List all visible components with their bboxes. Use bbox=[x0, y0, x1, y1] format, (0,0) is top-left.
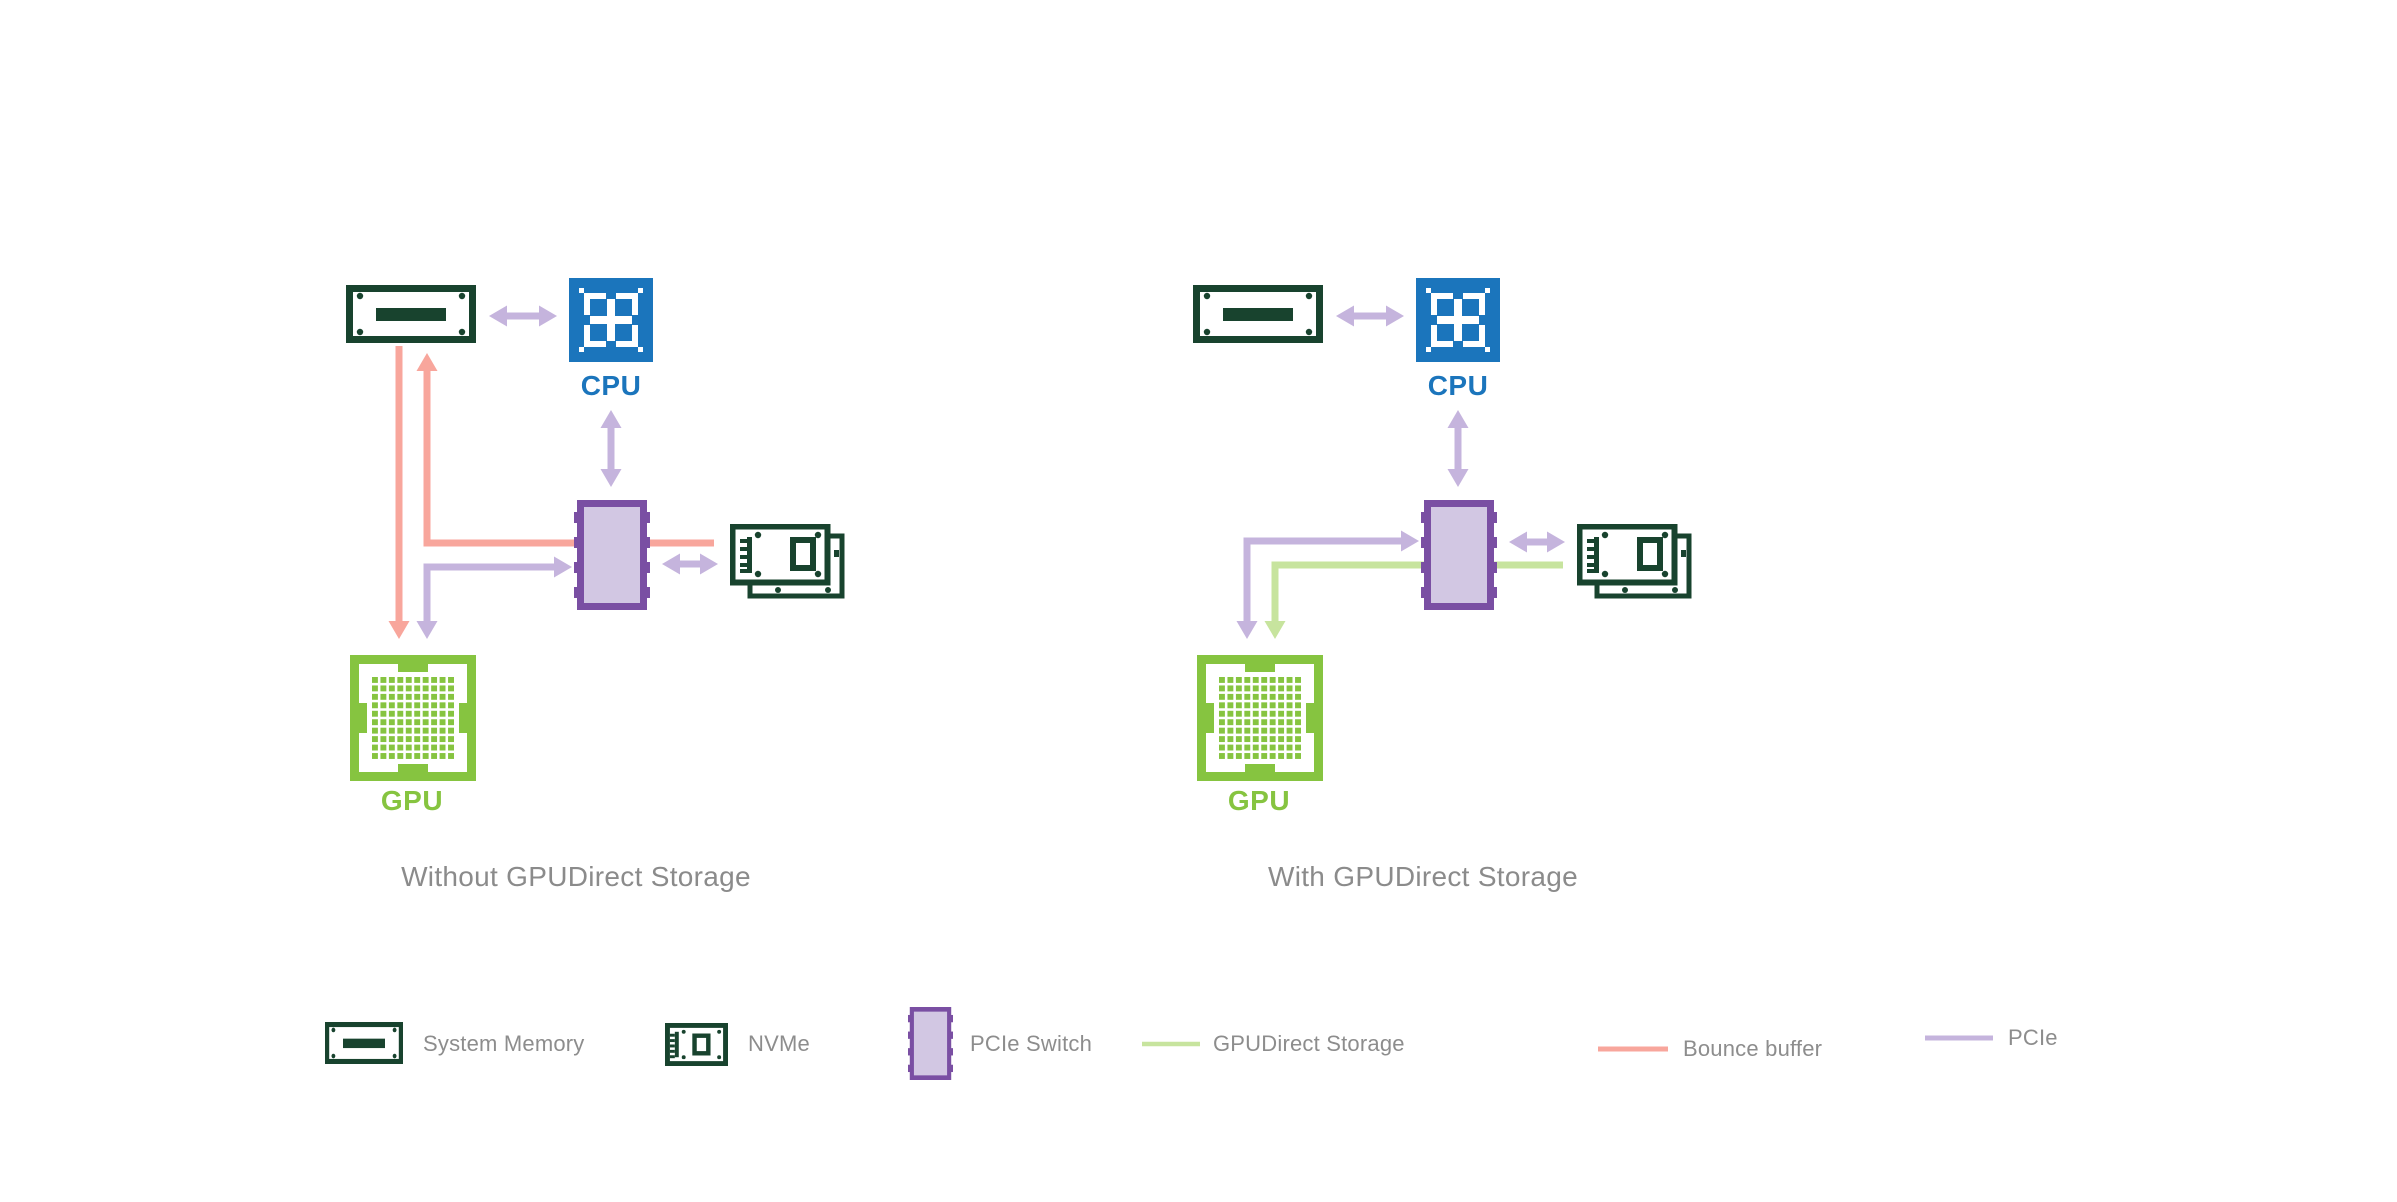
diagram-with-gpudirect: CPU GPU With GPUDirect Storage bbox=[1197, 278, 1690, 892]
diagram-without-gpudirect: CPU GPU Without GPUDirect Storage bbox=[350, 278, 843, 892]
cpu-icon bbox=[1416, 278, 1500, 362]
bounce-buffer-nvme-to-memory-arrow bbox=[416, 353, 714, 547]
legend-label-pcie-switch: PCIe Switch bbox=[970, 1031, 1092, 1056]
cpu-icon bbox=[569, 278, 653, 362]
legend-item-nvme: NVMe bbox=[667, 1025, 810, 1063]
legend-label-pcie: PCIe bbox=[2008, 1025, 2058, 1050]
legend-label-nvme: NVMe bbox=[748, 1031, 810, 1056]
bounce-buffer-memory-to-gpu-arrow bbox=[388, 346, 410, 639]
system-memory-icon bbox=[350, 289, 473, 340]
legend-item-pcie-switch: PCIe Switch bbox=[908, 1009, 1092, 1077]
pcie-cpu-switch-arrow bbox=[1447, 410, 1469, 487]
legend-label-bounce-buffer: Bounce buffer bbox=[1683, 1036, 1822, 1061]
nvme-icon bbox=[733, 527, 843, 597]
pcie-switch-icon bbox=[908, 1009, 953, 1077]
pcie-cpu-switch-arrow bbox=[600, 410, 622, 487]
legend: System Memory NVMe PCIe Switch GPUDirect… bbox=[327, 1009, 2058, 1077]
nvme-icon bbox=[667, 1025, 725, 1063]
legend-item-bounce-buffer: Bounce buffer bbox=[1598, 1036, 1822, 1061]
cpu-label: CPU bbox=[1428, 370, 1489, 401]
pcie-gpu-switch-arrow bbox=[416, 556, 572, 639]
pcie-switch-nvme-arrow bbox=[662, 553, 718, 575]
gpu-label: GPU bbox=[1228, 785, 1290, 816]
gpu-icon bbox=[1202, 660, 1319, 777]
legend-item-pcie: PCIe bbox=[1925, 1025, 2058, 1050]
pcie-switch-icon bbox=[574, 504, 650, 607]
cpu-label: CPU bbox=[581, 370, 642, 401]
pcie-memory-cpu-arrow bbox=[489, 305, 557, 327]
pcie-gpu-switch-arrow bbox=[1236, 530, 1419, 639]
pcie-memory-cpu-arrow bbox=[1336, 305, 1404, 327]
pcie-switch-icon bbox=[1421, 504, 1497, 607]
legend-label-gpudirect-storage: GPUDirect Storage bbox=[1213, 1031, 1405, 1056]
system-memory-icon bbox=[327, 1025, 401, 1062]
gpudirect-nvme-to-gpu-arrow bbox=[1264, 561, 1563, 639]
gpu-label: GPU bbox=[381, 785, 443, 816]
legend-item-system-memory: System Memory bbox=[327, 1025, 584, 1062]
gpu-icon bbox=[355, 660, 472, 777]
pcie-switch-nvme-arrow bbox=[1509, 531, 1565, 553]
diagram-caption: With GPUDirect Storage bbox=[1268, 861, 1578, 892]
nvme-icon bbox=[1580, 527, 1690, 597]
legend-item-gpudirect-storage: GPUDirect Storage bbox=[1142, 1031, 1405, 1056]
legend-label-system-memory: System Memory bbox=[423, 1031, 585, 1056]
system-memory-icon bbox=[1197, 289, 1320, 340]
diagram-caption: Without GPUDirect Storage bbox=[401, 861, 751, 892]
